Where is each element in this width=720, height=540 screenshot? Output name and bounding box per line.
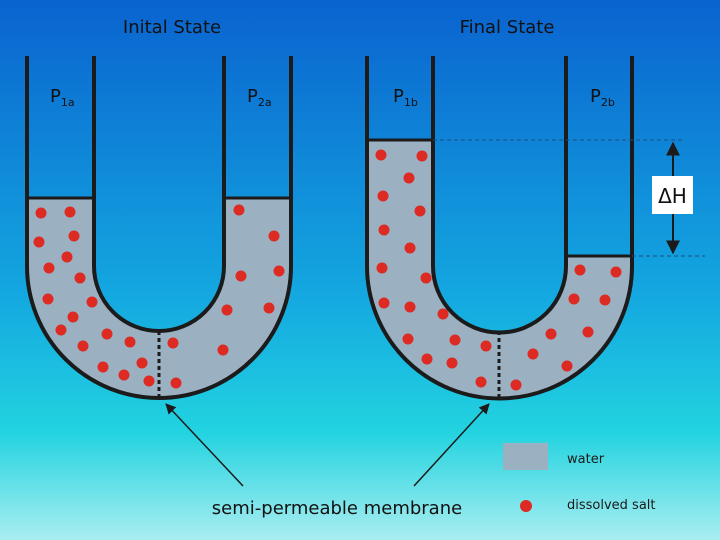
salt-particle: [402, 333, 414, 345]
salt-particle: [268, 230, 280, 242]
salt-particle: [124, 336, 136, 348]
membrane-arrow-left: [165, 403, 244, 487]
salt-particle: [43, 262, 55, 274]
salt-particle: [599, 294, 611, 306]
delta-h-indicator: ΔH: [652, 141, 693, 255]
salt-particle: [449, 334, 461, 346]
salt-particle: [480, 340, 492, 352]
salt-particle: [273, 265, 285, 277]
salt-particle: [421, 353, 433, 365]
final-state-title: Final State: [460, 17, 555, 38]
salt-particle: [42, 293, 54, 305]
salt-particle: [378, 297, 390, 309]
salt-particle: [167, 337, 179, 349]
label-p1b: P1b: [393, 86, 418, 109]
salt-particle: [233, 204, 245, 216]
salt-particle: [377, 190, 389, 202]
salt-particle: [403, 172, 415, 184]
delta-h-label: ΔH: [658, 184, 687, 208]
legend-water-swatch: [503, 443, 548, 470]
salt-particle: [561, 360, 573, 372]
salt-particle: [527, 348, 539, 360]
salt-particle: [97, 361, 109, 373]
initial-tube-inner-wall: [92, 56, 226, 333]
salt-particle: [378, 224, 390, 236]
salt-particle: [404, 242, 416, 254]
salt-particle: [475, 376, 487, 388]
salt-particle: [375, 149, 387, 161]
final-u-tube: [365, 56, 705, 401]
label-p2b: P2b: [590, 86, 615, 109]
salt-particle: [574, 264, 586, 276]
salt-particle: [446, 357, 458, 369]
salt-particle: [101, 328, 113, 340]
salt-particle: [235, 270, 247, 282]
salt-particle: [55, 324, 67, 336]
legend: water dissolved salt: [503, 443, 656, 513]
salt-particle: [170, 377, 182, 389]
salt-particle: [118, 369, 130, 381]
label-p1a: P1a: [50, 86, 75, 109]
membrane-arrow-right: [413, 403, 490, 487]
salt-particle: [376, 262, 388, 274]
salt-particle: [68, 230, 80, 242]
legend-salt-swatch: [520, 500, 532, 512]
salt-particle: [568, 293, 580, 305]
delta-h-box: [652, 176, 693, 214]
salt-particle: [61, 251, 73, 263]
salt-particle: [33, 236, 45, 248]
salt-particles: [33, 149, 622, 391]
final-water: [367, 140, 632, 399]
salt-particle: [67, 311, 79, 323]
salt-particle: [416, 150, 428, 162]
salt-particle: [86, 296, 98, 308]
salt-particle: [610, 266, 622, 278]
salt-particle: [420, 272, 432, 284]
salt-particle: [510, 379, 522, 391]
salt-particle: [143, 375, 155, 387]
salt-particle: [404, 301, 416, 313]
salt-particle: [582, 326, 594, 338]
salt-particle: [414, 205, 426, 217]
salt-particle: [64, 206, 76, 218]
salt-particle: [74, 272, 86, 284]
salt-particle: [437, 308, 449, 320]
salt-particle: [136, 357, 148, 369]
final-tube-outer-wall: [365, 56, 634, 401]
salt-particle: [77, 340, 89, 352]
membrane-label: semi-permeable membrane: [212, 498, 462, 519]
salt-particle: [221, 304, 233, 316]
salt-particle: [35, 207, 47, 219]
legend-water-label: water: [567, 452, 605, 467]
legend-salt-label: dissolved salt: [567, 498, 656, 513]
label-p2a: P2a: [247, 86, 272, 109]
salt-particle: [545, 328, 557, 340]
initial-state-title: Inital State: [123, 17, 221, 38]
salt-particle: [217, 344, 229, 356]
salt-particle: [263, 302, 275, 314]
